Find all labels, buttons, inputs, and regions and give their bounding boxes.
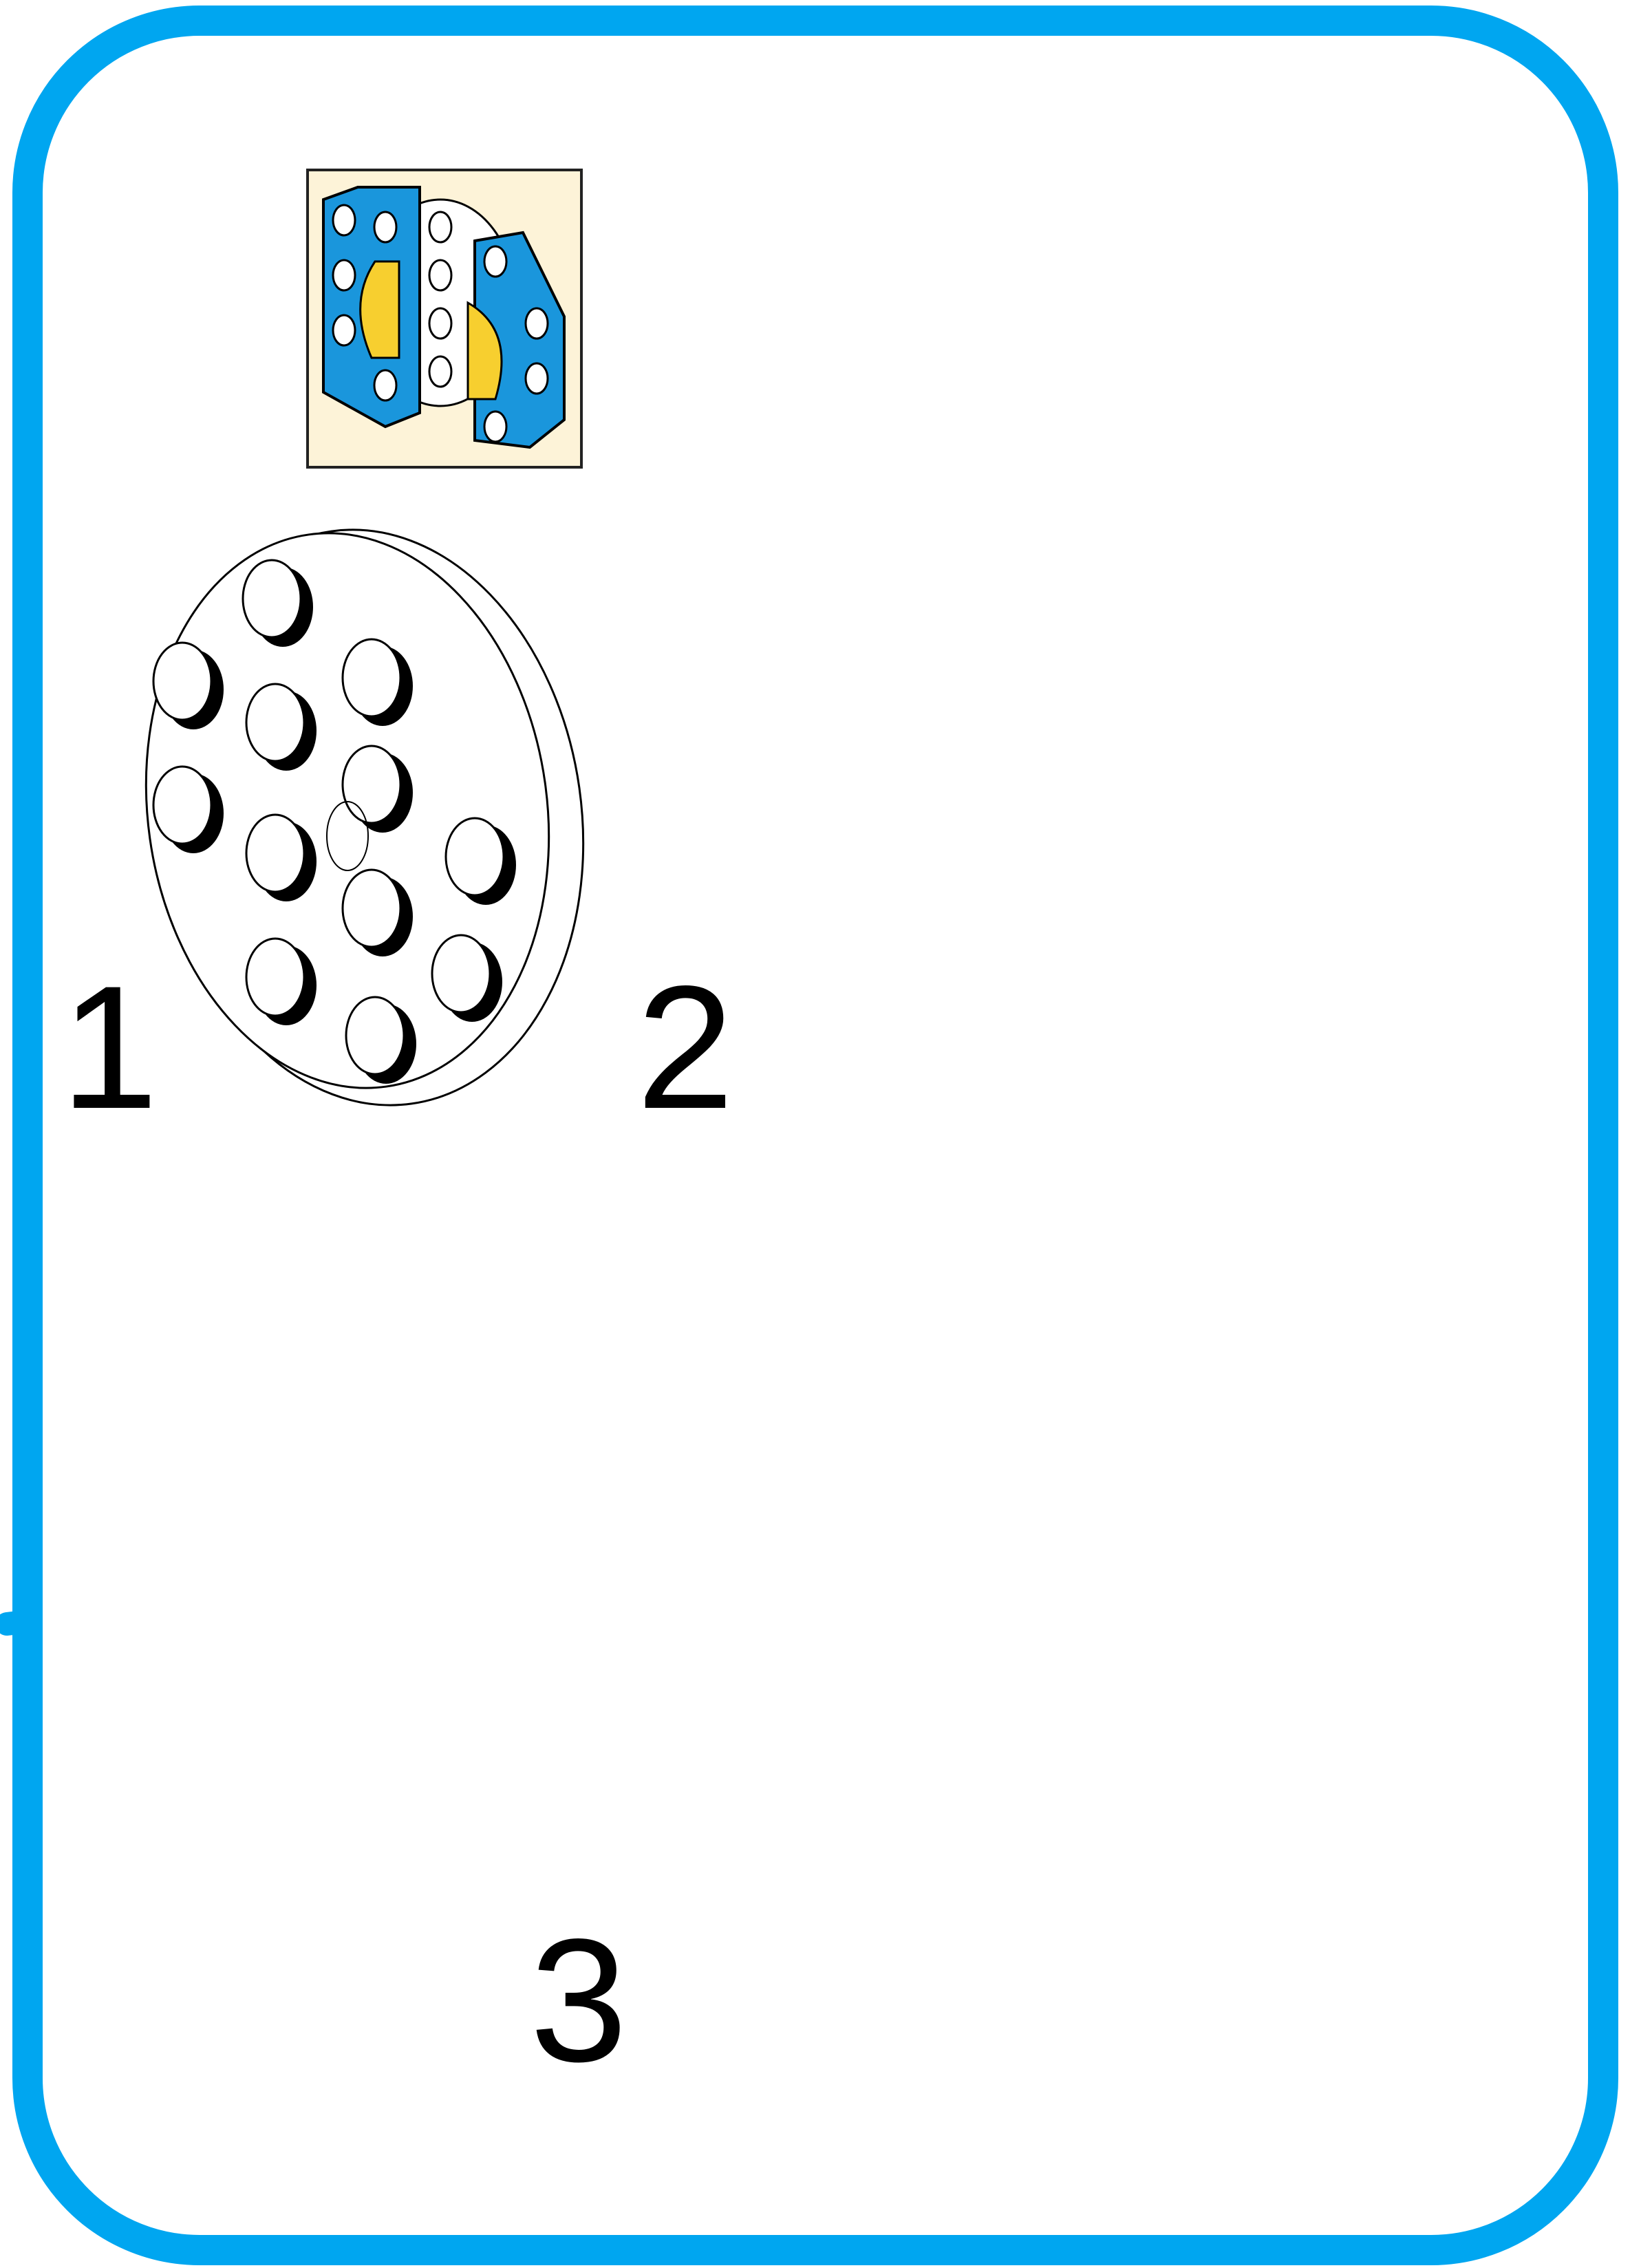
- step-number-1: 1: [61, 960, 158, 1135]
- assembled-preview-thumbnail: [308, 170, 581, 467]
- step-number-3: 3: [530, 1913, 628, 2088]
- callout-frame: [7, 21, 1603, 2250]
- step-number-2: 2: [636, 960, 734, 1135]
